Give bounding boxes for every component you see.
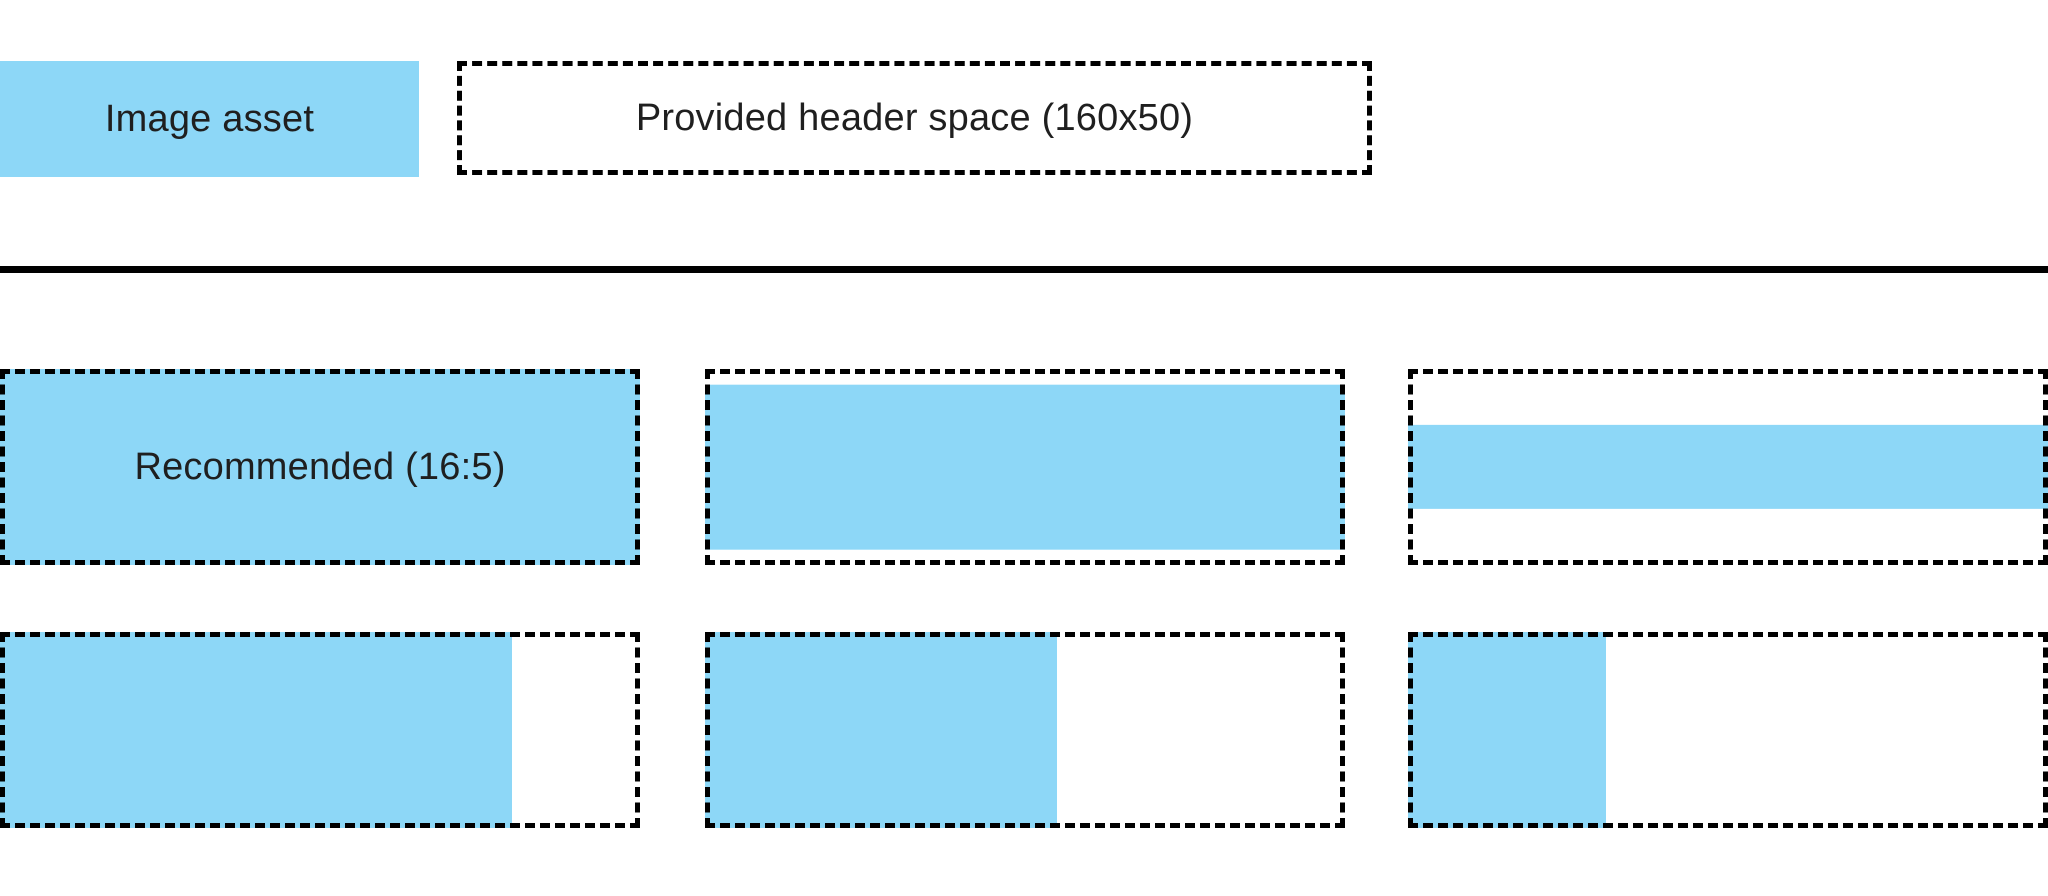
image-asset-fill: [1408, 424, 2048, 510]
image-asset-swatch: Image asset: [0, 61, 419, 177]
image-asset-label: Image asset: [104, 97, 315, 140]
example-box-wide: [705, 369, 1345, 565]
provided-header-space-box: Provided header space (160x50): [457, 61, 1372, 175]
image-asset-fill: [1408, 632, 1607, 828]
section-divider: [0, 266, 2048, 273]
example-box-narrow: [0, 632, 640, 828]
example-box-narrowest: [1408, 632, 2048, 828]
image-asset-fill: [0, 632, 512, 828]
provided-header-space-label: Provided header space (160x50): [635, 96, 1194, 139]
example-box-narrower: [705, 632, 1345, 828]
image-asset-fill: [705, 632, 1057, 828]
example-box-very-wide: [1408, 369, 2048, 565]
image-asset-fill: [0, 369, 640, 565]
image-asset-fill: [705, 384, 1345, 550]
example-box-recommended: Recommended (16:5): [0, 369, 640, 565]
